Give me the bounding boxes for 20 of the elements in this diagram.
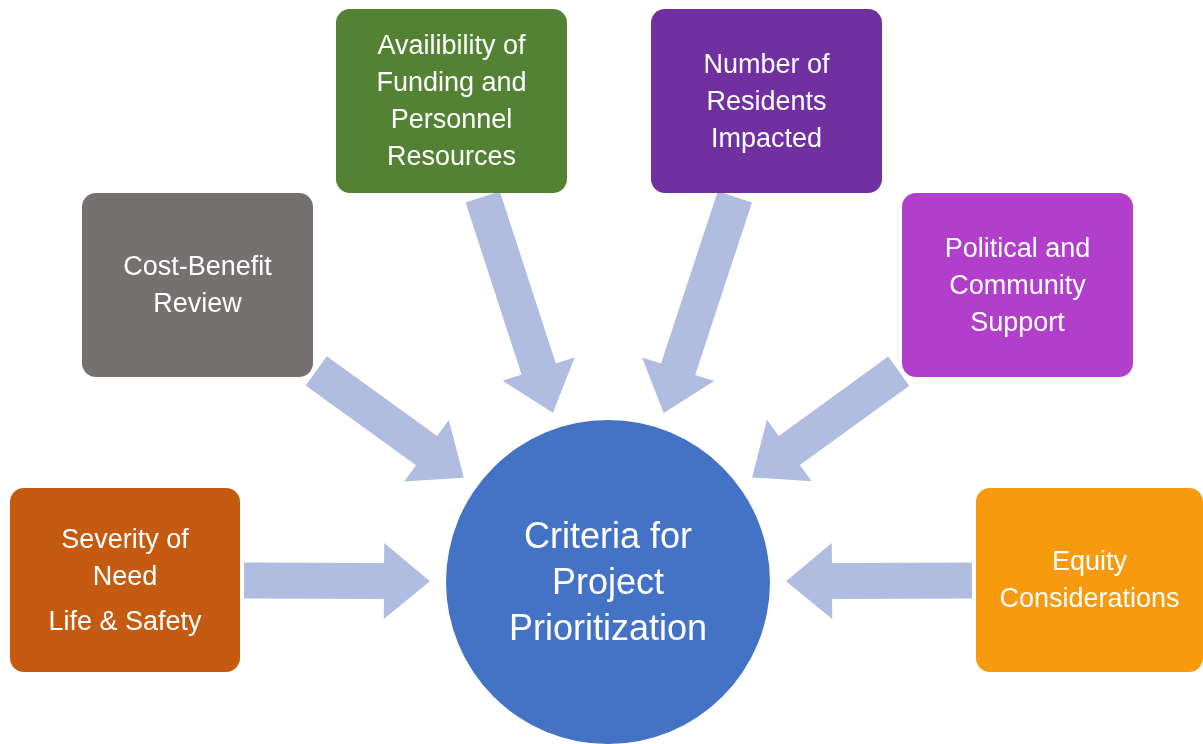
arrow xyxy=(786,543,973,620)
criterion-box xyxy=(10,488,240,672)
criterion-box xyxy=(976,488,1203,672)
arrow xyxy=(752,356,910,482)
node-label: Life & Safety xyxy=(48,604,202,638)
node-label: Availibility of Funding and Personnel Resources xyxy=(375,29,528,173)
criterion-box xyxy=(82,193,313,377)
arrow xyxy=(642,191,752,413)
criterion-box xyxy=(651,9,882,193)
node-label: Political and Community Support xyxy=(943,231,1092,339)
criterion-box xyxy=(336,9,567,193)
node-label: Severity of Need xyxy=(60,522,190,593)
node-label: Equity Considerations xyxy=(999,545,1180,615)
arrow xyxy=(465,191,575,413)
node-label: Criteria for Project Prioritization xyxy=(507,514,709,650)
arrow xyxy=(305,356,464,482)
node-label: Cost-Benefit Review xyxy=(122,250,273,320)
arrow xyxy=(243,543,430,620)
criterion-box xyxy=(902,193,1133,377)
node-label: Number of Residents Impacted xyxy=(702,47,831,155)
